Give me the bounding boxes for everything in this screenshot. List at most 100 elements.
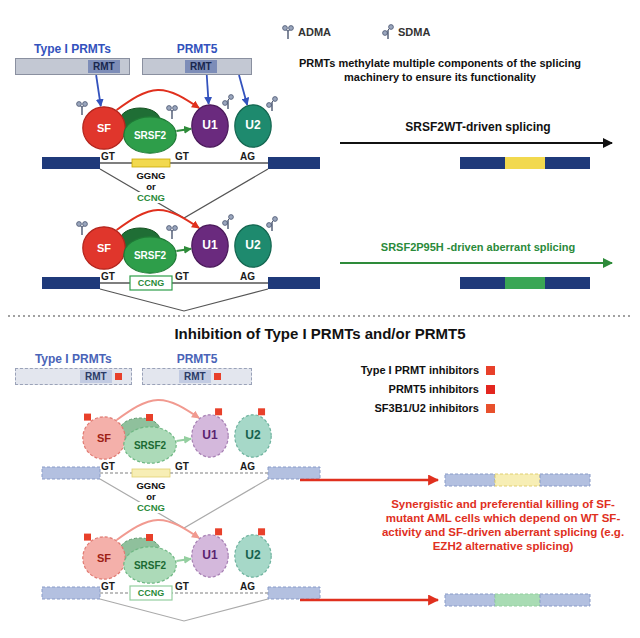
splice-junction (100, 599, 268, 621)
exon (460, 277, 505, 289)
splice-acceptor-site: AG (240, 581, 255, 592)
enzyme-domain-bar: RMT (15, 58, 130, 75)
exon (460, 157, 505, 169)
methyltransferase-domain: RMT (88, 60, 120, 73)
inhibitor-mark (215, 528, 222, 535)
u1-snrnp: U1 (191, 534, 229, 578)
protein-shape (235, 415, 271, 457)
methyltransferase-domain: RMT (80, 370, 112, 383)
enzyme-domain-bar: RMT (142, 368, 252, 385)
splice-donor-site: GT (101, 461, 115, 472)
protein-name: U2 (245, 549, 260, 562)
recruitment-arrow (176, 559, 191, 561)
mutant-motif-sequence: CCNG (135, 192, 167, 203)
exon (445, 474, 495, 486)
recruitment-arrow (176, 249, 191, 251)
section-heading: PRMTs methylate multiple components of t… (290, 56, 590, 84)
mutant-motif-sequence: CCNG (138, 587, 165, 599)
protein-name: SF (97, 242, 111, 254)
inhibitor-mark (215, 408, 222, 415)
splice-donor-site: GT (101, 581, 115, 592)
legend-entry: SDMA (382, 24, 430, 39)
motif-sequence: GGNG (134, 480, 167, 491)
inhibitor-swatch (486, 385, 495, 394)
interaction-arrow (117, 400, 199, 420)
protein-shape (235, 105, 271, 147)
motif-connector: or (144, 181, 158, 192)
legend-entry: Type I PRMT inhibitors (300, 364, 495, 376)
protein-name: SF (97, 432, 111, 444)
u1-snrnp: U1 (191, 414, 229, 458)
legend-text: Type I PRMT inhibitors (361, 364, 479, 376)
protein-name: SRSF2 (134, 250, 166, 261)
legend-text: PRMT5 inhibitors (389, 383, 479, 395)
inhibition-arrow (300, 479, 438, 482)
alternative-exon (132, 159, 170, 167)
exon (540, 474, 590, 486)
splicing-arrow (340, 142, 612, 144)
splice-acceptor-site: AG (240, 151, 255, 162)
alternative-exon (132, 469, 170, 477)
methylation-icon (282, 24, 294, 39)
exon (42, 587, 100, 599)
protein-shape (124, 117, 176, 153)
inhibitor-mark (214, 373, 221, 380)
protein-name: U2 (245, 239, 260, 252)
sdma-mark (267, 217, 278, 231)
methyltransferase-domain: RMT (179, 370, 211, 383)
splice-acceptor-site: AG (240, 271, 255, 282)
splice-acceptor-site: AG (240, 461, 255, 472)
splice-donor-site: GT (175, 461, 189, 472)
interaction-arrow (117, 520, 199, 540)
inhibitor-mark (84, 534, 91, 541)
alternative-exon (505, 157, 545, 169)
enzyme-name: PRMT5 (142, 350, 252, 368)
legend-text: SF3B1/U2 inhibitors (374, 402, 479, 414)
protein-shape (192, 415, 228, 457)
inhibitor-mark (115, 373, 122, 380)
type-i-prmt-enzyme: Type I PRMTsRMT (15, 40, 130, 75)
exon (268, 467, 320, 479)
u2-snrnp: U2 (234, 414, 272, 458)
srsf2-protein: SRSF2 (123, 426, 177, 464)
u2-snrnp: U2 (234, 224, 272, 268)
adma-mark (167, 226, 178, 239)
mutant-motif-sequence: CCNG (138, 277, 165, 289)
protein-shape (124, 427, 176, 463)
protein-name: U1 (202, 239, 217, 252)
protein-name: U1 (202, 429, 217, 442)
sdma-mark (223, 95, 234, 109)
exon (540, 594, 590, 606)
sdma-mark (267, 97, 278, 111)
u2-snrnp: U2 (234, 104, 272, 148)
sdma-mark (223, 215, 234, 229)
exon (445, 594, 495, 606)
exon (545, 157, 590, 169)
exon (42, 277, 100, 289)
intron (100, 282, 268, 284)
motif-sequence: GGNG (134, 170, 167, 181)
conclusion-note: Synergistic and preferential killing of … (378, 497, 628, 553)
protein-shape (124, 237, 176, 273)
exon (42, 467, 100, 479)
splicing-outcome: SRSF2WT-driven splicing (405, 120, 550, 135)
u2-snrnp: U2 (234, 534, 272, 578)
protein-shape (83, 107, 125, 149)
enzyme-name: Type I PRMTs (15, 40, 130, 58)
u1-snrnp: U1 (191, 224, 229, 268)
prmt5-enzyme: PRMT5RMT (142, 350, 252, 385)
inhibitor-mark (146, 414, 153, 421)
srsf2-protein: SRSF2 (123, 236, 177, 274)
enzyme-domain-bar: RMT (15, 368, 132, 385)
exon (268, 157, 320, 169)
aberrant-exon (505, 277, 545, 289)
srsf2-protein: SRSF2 (123, 116, 177, 154)
protein-shape (235, 225, 271, 267)
inhibitor-mark (84, 414, 91, 421)
splice-junction (100, 169, 268, 218)
prmt5-enzyme: PRMT5RMT (142, 40, 252, 75)
legend-entry: PRMT5 inhibitors (300, 383, 495, 395)
intron (100, 472, 268, 474)
protein-shape (83, 227, 125, 269)
